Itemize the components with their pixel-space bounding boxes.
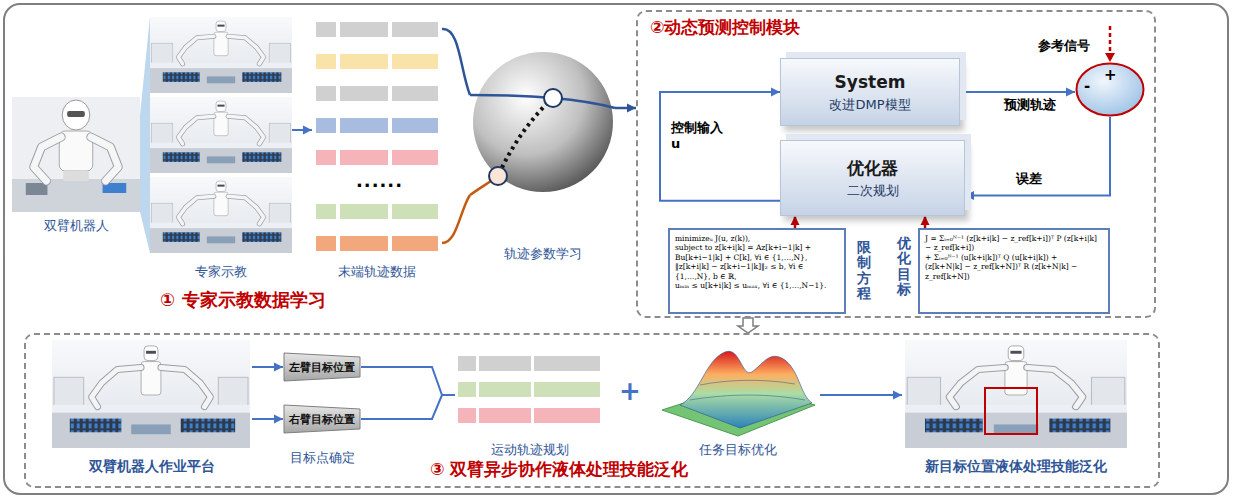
trajectory-data: 末端轨迹数据	[312, 15, 442, 280]
hollow-arrow	[738, 318, 758, 333]
node-text: minimizeᵤ J(u, z(k)),	[675, 234, 839, 243]
node-text: 左臂目标位置	[289, 360, 355, 375]
node-text: 改进DMP模型	[829, 97, 910, 113]
target-box: 右臂目标位置	[283, 404, 361, 434]
connector-line	[820, 394, 902, 396]
connector	[960, 88, 1075, 97]
side-note: 优化目标	[897, 236, 911, 298]
trapezoid-shape	[284, 353, 360, 381]
node-text: 新目标位置液体处理技能泛化	[925, 457, 1107, 475]
arrow-head	[791, 216, 800, 225]
step-caption: 目标点确定	[290, 450, 355, 466]
signal-name: 参考信号	[1038, 37, 1090, 55]
trajectory-plan: 运动轨迹规划	[455, 350, 605, 458]
section-title: ① 专家示教数据学习	[160, 288, 326, 312]
node-text: -	[1084, 79, 1090, 94]
result-figure: 新目标位置液体处理技能泛化	[902, 338, 1130, 475]
node-text: 优化器	[847, 158, 898, 179]
node-text: 轨迹参数学习	[504, 246, 582, 262]
side-note: 限制方程	[857, 240, 871, 302]
node-text: 双臂机器人作业平台	[89, 457, 215, 475]
edge-label: 控制输入 u	[670, 120, 728, 152]
arrow-head	[965, 191, 974, 200]
edge-label: 预测轨迹	[1003, 97, 1057, 113]
node-text: 双臂机器人	[44, 218, 109, 234]
connector	[738, 318, 758, 333]
platform-figure: 双臂机器人作业平台	[52, 338, 252, 475]
connector	[252, 363, 283, 372]
connector-line	[442, 29, 470, 95]
trapezoid-shape	[284, 405, 360, 433]
connector	[615, 104, 636, 113]
node-text: 任务目标优化	[699, 442, 777, 458]
connector-line	[960, 91, 1075, 93]
connector-line	[442, 195, 470, 243]
edge-label: 误差	[1015, 171, 1043, 187]
node-text: +	[1104, 68, 1117, 83]
node-text: 专家示教	[195, 264, 247, 280]
node-text: ③ 双臂异步协作液体处理技能泛化	[430, 459, 688, 480]
sphere-figure: 轨迹参数学习	[470, 45, 615, 262]
objective-box: J = Σᵢ₌₀ᴺ⁻¹ (z[k+i|k] − z_ref[k+i])ᵀ P (…	[918, 228, 1110, 314]
arrow-head	[274, 415, 283, 424]
system-box: System 改进DMP模型	[780, 58, 960, 126]
arrow-head	[893, 391, 902, 400]
node-text: System	[835, 72, 906, 93]
node-text: subject to z[k+i|k] = Az[k+i−1|k] + Bu[k…	[675, 243, 839, 262]
connector	[660, 88, 780, 201]
node-text: 运动轨迹规划	[491, 442, 569, 458]
arrow-head	[771, 88, 780, 97]
arrow-head	[303, 126, 312, 135]
connector-line	[965, 117, 1110, 195]
connector-line	[361, 367, 455, 395]
arrow-head	[274, 363, 283, 372]
connector	[820, 391, 902, 400]
optimizer-box: 优化器二次规划	[780, 140, 965, 216]
node-text: uₘᵢₙ ≤ u[k+i|k] ≤ uₘₐₓ, ∀i ∈ {1,…,N−1}.	[675, 281, 839, 290]
module-region: ③ 双臂异步协作液体处理技能泛化 双臂机器人作业平台 左臂目标位置右臂目标位置运动轨…	[24, 333, 1160, 488]
node-text: + Σᵢ₌₀ᴺ⁻¹ (u[k+i|k])ᵀ Q (u[k+i|k]) +	[925, 253, 1103, 262]
arrow-head	[1066, 88, 1075, 97]
connector	[442, 29, 470, 95]
module-region: ②动态预测控制模块 System 改进DMP模型优化器二次规划 -+ minimizeᵤ…	[636, 10, 1156, 318]
plus-sign: +	[619, 378, 641, 404]
demo-figure: 专家示教	[150, 17, 292, 280]
summing-junction: -+	[1075, 62, 1145, 117]
node-text: (z[k+N|k] − z_ref[k+N])ᵀ R (z[k+N|k] − z…	[925, 262, 1103, 281]
junction-circle	[1077, 64, 1144, 116]
constraint-box: minimizeᵤ J(u, z(k)),subject to z[k+i|k]…	[668, 228, 846, 314]
robot-figure: 双臂机器人	[12, 97, 140, 234]
connector	[921, 216, 930, 228]
connector	[442, 195, 470, 243]
connector-line	[361, 395, 455, 419]
arrow-head	[627, 104, 636, 113]
connector	[252, 415, 283, 424]
node-text: J = Σᵢ₌₀ᴺ⁻¹ (z[k+i|k] − z_ref[k+i])ᵀ P (…	[925, 234, 1103, 253]
node-text: 末端轨迹数据	[338, 264, 416, 280]
surface-figure: 任务目标优化	[655, 345, 820, 458]
arrow-head	[921, 216, 930, 225]
connector-line	[660, 92, 780, 201]
node-text: ‖z[k+i|k] − z[k+i−1|k]‖₂ ≤ b, ∀i ∈ {1,…,…	[675, 262, 839, 281]
connector	[361, 367, 455, 395]
connector	[292, 126, 312, 135]
node-text: 右臂目标位置	[289, 412, 355, 427]
node-text: ②动态预测控制模块	[650, 17, 800, 38]
connector	[965, 117, 1110, 200]
connector	[791, 216, 800, 228]
ellipsis: ......	[356, 170, 403, 191]
target-box: 左臂目标位置	[283, 352, 361, 382]
node-text: 二次规划	[847, 183, 899, 199]
connector	[361, 395, 455, 419]
